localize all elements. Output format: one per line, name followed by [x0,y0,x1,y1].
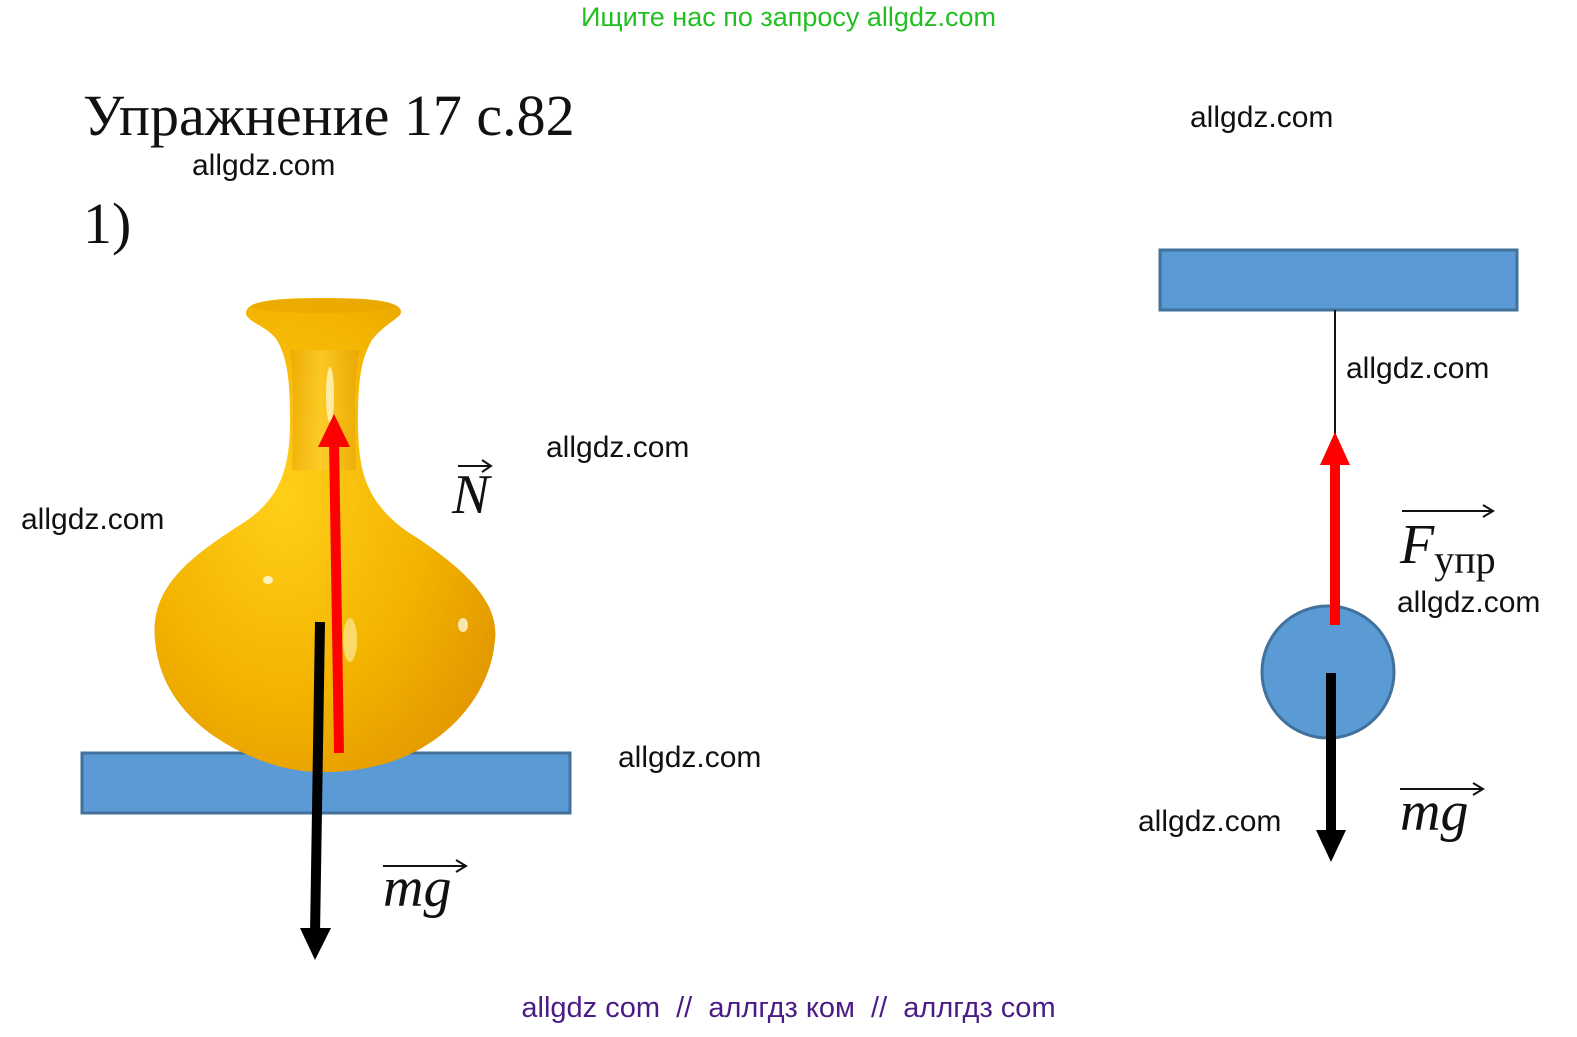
watermark-table-right: allgdz.com [618,741,762,774]
vase-image [154,298,496,773]
elastic-force-label: Fупр [1399,514,1496,582]
elastic-force-subscript: упр [1434,537,1495,582]
ceiling-beam [1158,248,1519,312]
watermark-under-title: allgdz.com [192,149,336,182]
table-surface [80,751,572,815]
normal-force-arrow [329,439,344,754]
weight-vector-arrow-icon-right [1400,782,1485,796]
watermark-right-top: allgdz.com [1190,101,1334,134]
elastic-force-symbol: F [1399,514,1435,576]
normal-force-label: N [451,464,492,526]
top-banner: Ищите нас по запросу allgdz.com [581,2,996,32]
normal-vector-arrow-icon [458,459,493,473]
watermark-ball-right: allgdz.com [1397,586,1541,619]
weight-arrow-left [310,621,325,936]
bottom-banner: allgdz com // аллгдз ком // аллгдз com [521,992,1056,1024]
watermark-ball-left: allgdz.com [1138,805,1282,838]
weight-arrowhead-right [1316,830,1346,862]
weight-arrowhead-left [300,928,331,960]
weight-vector-arrow-icon-left [383,859,468,873]
watermark-vase-left: allgdz.com [21,503,165,536]
elastic-vector-arrow-icon [1402,504,1495,518]
item-number: 1) [83,191,132,256]
watermark-vase-right: allgdz.com [546,431,690,464]
normal-force-arrowhead [318,414,350,447]
elastic-force-arrowhead [1320,432,1350,465]
exercise-title: Упражнение 17 с.82 [83,83,575,148]
weight-label-left: mg [383,857,451,919]
watermark-string: allgdz.com [1346,352,1490,385]
weight-label-right: mg [1400,781,1468,843]
